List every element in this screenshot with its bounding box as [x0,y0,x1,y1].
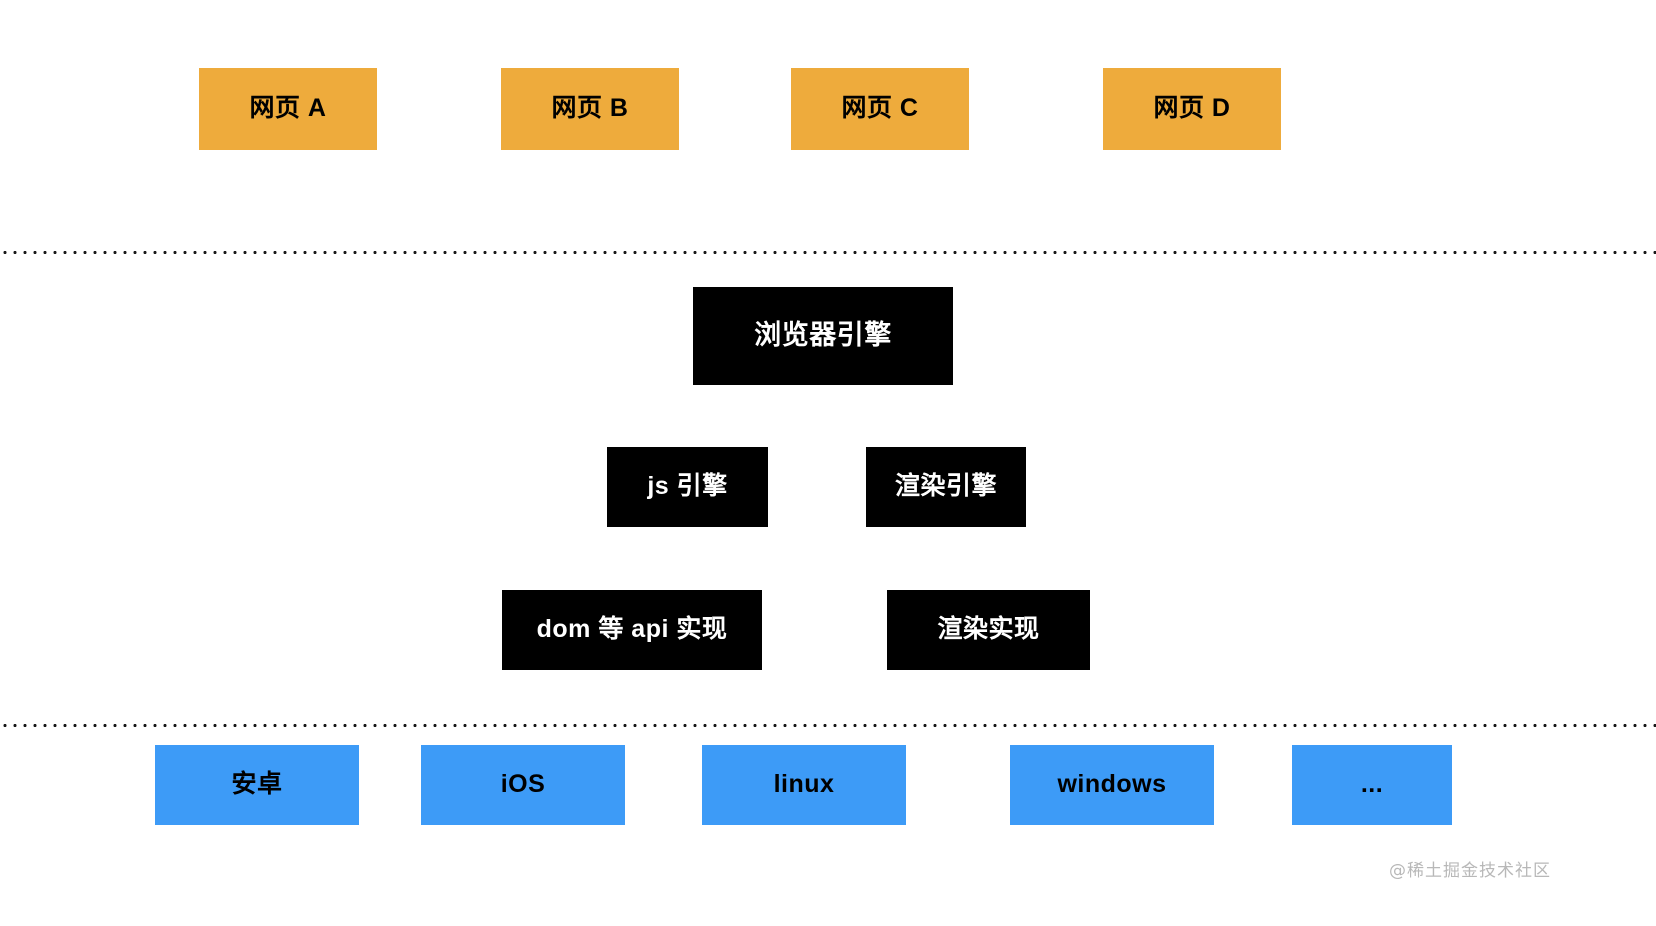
node-page-b[interactable]: 网页 B [501,68,679,150]
node-platform-ios[interactable]: iOS [421,745,625,825]
node-platform-linux[interactable]: linux [702,745,906,825]
node-dom-api-impl[interactable]: dom 等 api 实现 [502,590,762,670]
node-page-c[interactable]: 网页 C [791,68,969,150]
node-platform-other[interactable]: ... [1292,745,1452,825]
node-platform-windows[interactable]: windows [1010,745,1214,825]
watermark-label: @稀土掘金技术社区 [1389,861,1551,881]
node-platform-android[interactable]: 安卓 [155,745,359,825]
node-js-engine[interactable]: js 引擎 [607,447,768,527]
node-page-d[interactable]: 网页 D [1103,68,1281,150]
node-render-engine[interactable]: 渲染引擎 [866,447,1026,527]
node-page-a[interactable]: 网页 A [199,68,377,150]
node-render-impl[interactable]: 渲染实现 [887,590,1090,670]
layer-separator-top [0,250,1656,255]
layer-separator-bottom [0,723,1656,728]
node-browser-engine[interactable]: 浏览器引擎 [693,287,953,385]
